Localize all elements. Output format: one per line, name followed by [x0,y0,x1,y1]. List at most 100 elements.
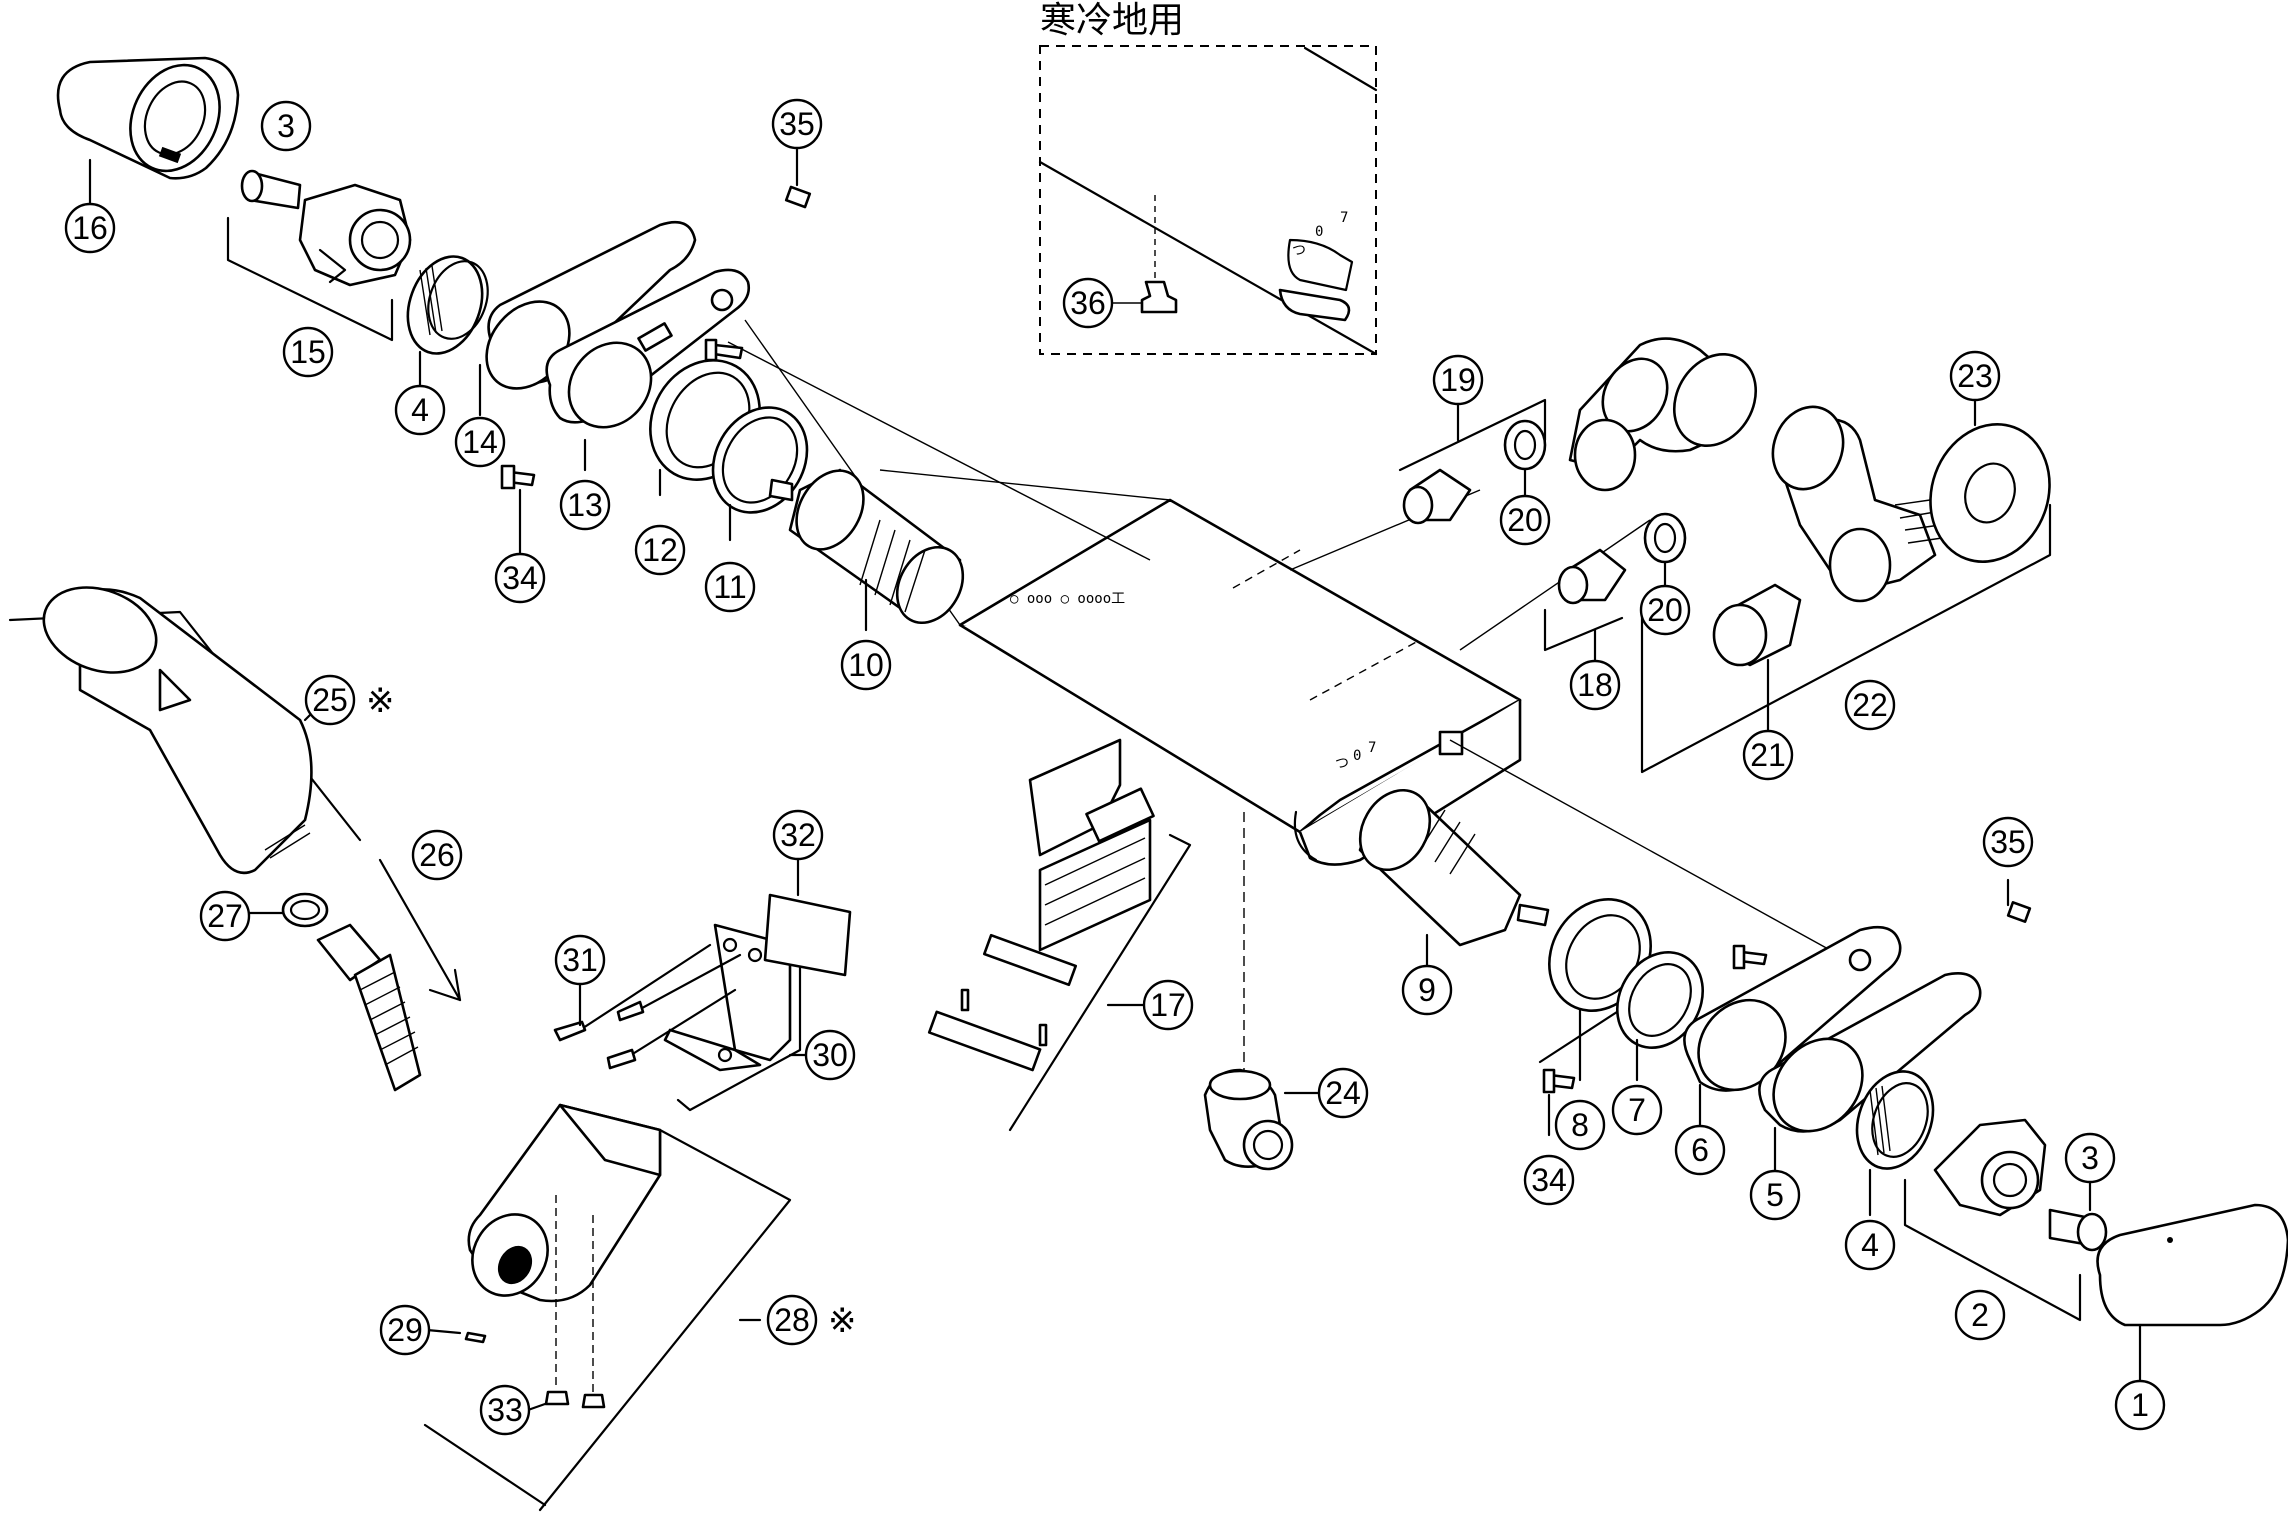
svg-text:9: 9 [1418,972,1436,1008]
svg-text:19: 19 [1440,362,1476,398]
note-mark-28: ※ [828,1301,857,1341]
svg-text:8: 8 [1571,1107,1589,1143]
svg-text:15: 15 [290,334,326,370]
inset-title: 寒冷地用 [1040,0,1184,41]
callout-2: 2 [1954,1289,2006,1341]
callout-24: 24 [1317,1067,1369,1119]
callout-26: 26 [411,829,463,881]
callout-36: 36 [1062,277,1114,329]
callout-25: 25 [304,674,356,726]
svg-text:12: 12 [642,532,678,568]
svg-text:33: 33 [487,1392,523,1428]
callout-14: 14 [454,416,506,468]
callout-32: 32 [772,809,824,861]
callout-4-right: 4 [1844,1219,1896,1271]
svg-text:28: 28 [774,1302,810,1338]
svg-text:4: 4 [411,392,429,428]
callout-20-upper: 20 [1499,494,1551,546]
svg-text:24: 24 [1325,1075,1361,1111]
callout-5: 5 [1749,1169,1801,1221]
callout-3-left: 3 [260,100,312,152]
svg-text:20: 20 [1507,502,1543,538]
svg-text:2: 2 [1971,1297,1989,1333]
callout-10: 10 [840,639,892,691]
svg-text:31: 31 [562,942,598,978]
callout-15: 15 [282,326,334,378]
callout-29: 29 [379,1304,431,1356]
note-mark-25: ※ [366,681,395,721]
callout-34-left: 34 [494,552,546,604]
svg-text:○ ooo ○ oooo工: ○ ooo ○ oooo工 [1010,591,1125,607]
callout-30: 30 [804,1029,856,1081]
callout-27: 27 [199,890,251,942]
mount-bracket-30 [553,858,852,1112]
svg-text:36: 36 [1070,285,1106,321]
svg-text:35: 35 [1990,824,2026,860]
svg-text:21: 21 [1750,737,1786,773]
shower-holder-28 [423,1103,792,1512]
svg-text:7: 7 [1368,740,1376,756]
callout-17: 17 [1142,979,1194,1031]
svg-text:3: 3 [277,108,295,144]
callout-34-right: 34 [1523,1154,1575,1206]
svg-text:10: 10 [848,647,884,683]
svg-text:11: 11 [713,569,746,605]
callout-18: 18 [1569,659,1621,711]
svg-text:27: 27 [207,898,243,934]
svg-text:32: 32 [780,817,816,853]
callout-19: 19 [1432,354,1484,406]
inset-frame [1039,45,1377,355]
callout-9: 9 [1401,964,1453,1016]
callout-11: 11 [704,561,756,613]
cold-region-inset: 寒冷地用 つ 0 7 [1038,0,1378,356]
callout-28: 28 [766,1294,818,1346]
callout-33: 33 [479,1384,531,1436]
callout-12: 12 [634,524,686,576]
svg-text:23: 23 [1957,358,1993,394]
callout-23: 23 [1949,350,2001,402]
svg-text:7: 7 [1340,210,1348,226]
svg-text:20: 20 [1647,592,1683,628]
svg-text:18: 18 [1577,667,1613,703]
svg-text:26: 26 [419,837,455,873]
elbow-assembly [1398,337,2052,774]
callout-35-top: 35 [771,98,823,150]
svg-text:34: 34 [1531,1162,1567,1198]
callout-13: 13 [559,479,611,531]
callout-31: 31 [554,934,606,986]
callout-1: 1 [2114,1379,2166,1431]
svg-text:3: 3 [2081,1140,2099,1176]
svg-text:つ: つ [1292,243,1306,259]
callout-8: 8 [1554,1099,1606,1151]
callout-6: 6 [1674,1124,1726,1176]
svg-text:34: 34 [502,560,538,596]
svg-text:35: 35 [779,106,815,142]
callout-35-right: 35 [1982,816,2034,868]
svg-text:25: 25 [312,682,348,718]
right-handle-assembly [1358,788,2288,1382]
callout-21: 21 [1742,729,1794,781]
callout-labels: 16 3 15 4 14 13 12 11 10 34 35 36 19 20 … [64,98,2166,1436]
svg-text:5: 5 [1766,1177,1784,1213]
callout-4-left: 4 [394,384,446,436]
wall-bracket-17 [927,738,1192,1132]
elbow-joint-24 [1203,1068,1320,1171]
svg-text:14: 14 [462,424,498,460]
callout-16: 16 [64,202,116,254]
faucet-main-body: ○ ooo ○ oooo工 つ 0 7 [958,498,1522,1070]
svg-text:7: 7 [1628,1092,1646,1128]
callout-7: 7 [1611,1084,1663,1136]
svg-text:30: 30 [812,1037,848,1073]
svg-text:22: 22 [1852,687,1888,723]
svg-text:29: 29 [387,1312,423,1348]
svg-text:6: 6 [1691,1132,1709,1168]
svg-text:4: 4 [1861,1227,1879,1263]
callout-3-right: 3 [2064,1132,2116,1184]
svg-text:17: 17 [1150,987,1186,1023]
left-handle-assembly [56,56,965,632]
svg-text:1: 1 [2131,1387,2149,1423]
svg-text:0: 0 [1353,748,1361,764]
svg-text:つ: つ [1335,756,1349,772]
svg-text:16: 16 [72,210,108,246]
